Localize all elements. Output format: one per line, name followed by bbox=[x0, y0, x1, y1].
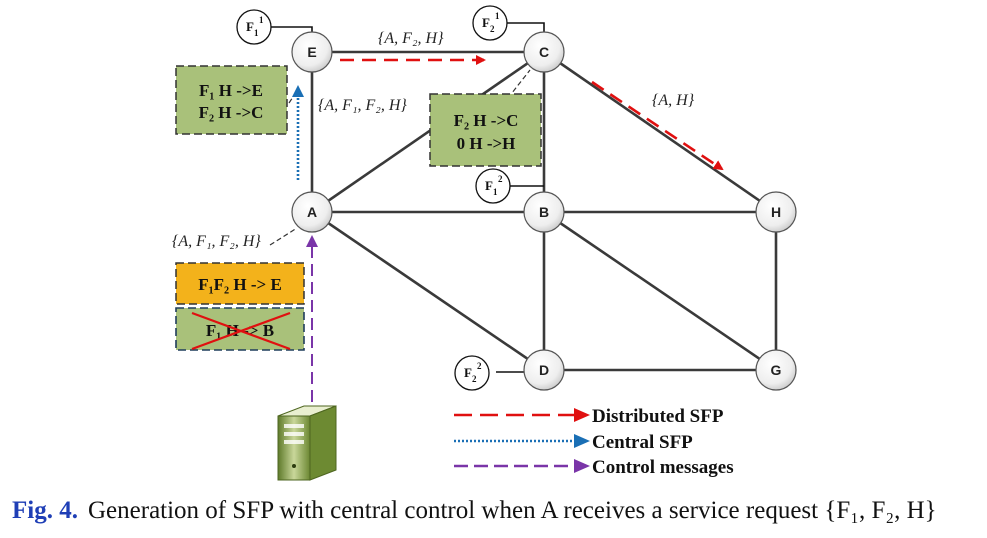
legend-label-control: Control messages bbox=[592, 457, 734, 478]
set-label-C-H: {A, H} bbox=[652, 92, 695, 109]
svg-text:1: 1 bbox=[259, 15, 264, 25]
forwarding-table-C: F₂ H ->C 0 H ->H bbox=[429, 93, 542, 167]
svg-text:2: 2 bbox=[472, 374, 477, 384]
edge-B-G bbox=[543, 210, 777, 372]
table-A-active-rule: F₁F₂ H -> E bbox=[198, 275, 282, 294]
svg-text:H: H bbox=[771, 204, 781, 220]
svg-text:F: F bbox=[485, 178, 493, 193]
legend: Distributed SFP Central SFP Control mess… bbox=[454, 406, 734, 478]
legend-item-distributed: Distributed SFP bbox=[454, 406, 724, 427]
network-edges bbox=[310, 50, 778, 372]
table-E-row-2: F₂ H ->C bbox=[199, 103, 264, 122]
node-C: C bbox=[523, 31, 565, 73]
distributed-sfp-C-H bbox=[591, 80, 724, 171]
table-C-row-1: F₂ H ->C bbox=[454, 111, 519, 130]
svg-text:F: F bbox=[464, 365, 472, 380]
table-C-row-2: 0 H ->H bbox=[457, 134, 516, 153]
legend-item-control: Control messages bbox=[454, 457, 734, 478]
node-A: A bbox=[291, 191, 333, 233]
edge-C-H bbox=[543, 50, 777, 214]
server-icon bbox=[277, 405, 337, 481]
node-H: H bbox=[755, 191, 797, 233]
function-F2-instance-2: F 2 2 bbox=[454, 355, 490, 391]
node-E: E bbox=[291, 31, 333, 73]
svg-text:1: 1 bbox=[495, 11, 500, 21]
edge-A-D bbox=[311, 210, 545, 372]
svg-text:2: 2 bbox=[498, 174, 503, 184]
function-F2-instance-1: F 2 1 bbox=[472, 5, 508, 41]
set-label-A: {A, F₁, F₂, H} bbox=[172, 233, 261, 250]
function-F1-instance-2: F 1 2 bbox=[475, 168, 511, 204]
svg-text:F: F bbox=[482, 15, 490, 30]
cross-out-icon bbox=[191, 311, 291, 351]
svg-text:D: D bbox=[539, 362, 549, 378]
function-F1-instance-1: F 1 1 bbox=[236, 9, 272, 45]
set-label-E-C: {A, F₂, H} bbox=[378, 30, 444, 47]
svg-text:1: 1 bbox=[254, 28, 259, 38]
edge-A-C bbox=[311, 50, 545, 214]
forwarding-table-A: F₁F₂ H -> E F₁ H -> B bbox=[175, 262, 305, 351]
svg-text:2: 2 bbox=[477, 361, 482, 371]
svg-text:G: G bbox=[771, 362, 782, 378]
svg-text:C: C bbox=[539, 44, 549, 60]
node-G: G bbox=[755, 349, 797, 391]
legend-label-central: Central SFP bbox=[592, 432, 693, 453]
forwarding-table-E: F₁ H ->E F₂ H ->C bbox=[175, 65, 288, 135]
node-D: D bbox=[523, 349, 565, 391]
svg-text:1: 1 bbox=[493, 187, 498, 197]
svg-text:E: E bbox=[307, 44, 316, 60]
svg-text:F: F bbox=[246, 19, 254, 34]
figure-caption: Fig. 4. Generation of SFP with central c… bbox=[12, 497, 937, 524]
network-nodes: E C A B H D G bbox=[291, 31, 797, 391]
table-E-row-1: F₁ H ->E bbox=[199, 81, 263, 100]
caption-text: Generation of SFP with central control w… bbox=[88, 497, 937, 524]
legend-item-central: Central SFP bbox=[454, 432, 693, 453]
set-label-E-A: {A, F₁, F₂, H} bbox=[318, 97, 407, 114]
svg-text:B: B bbox=[539, 204, 549, 220]
legend-label-distributed: Distributed SFP bbox=[592, 406, 724, 427]
caption-label: Fig. 4. bbox=[12, 497, 78, 524]
node-B: B bbox=[523, 191, 565, 233]
svg-text:2: 2 bbox=[490, 24, 495, 34]
svg-text:A: A bbox=[307, 204, 317, 220]
